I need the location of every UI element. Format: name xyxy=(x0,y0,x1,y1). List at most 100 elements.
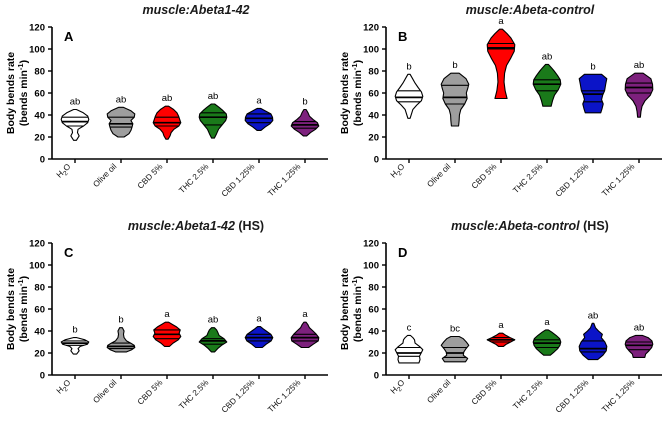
significance-letter: ab xyxy=(116,94,127,105)
y-tick-label: 20 xyxy=(368,349,379,360)
svg-text:Body bends rate: Body bends rate xyxy=(5,52,17,134)
y-tick-label: 120 xyxy=(363,239,379,250)
violin-group xyxy=(152,105,182,140)
svg-text:CBD 5%: CBD 5% xyxy=(470,162,499,191)
y-tick-label: 0 xyxy=(40,155,45,166)
y-tick-label: 40 xyxy=(368,111,379,122)
y-axis-label: Body bends rate(bends min-1) xyxy=(5,52,30,134)
violin-shape xyxy=(440,335,470,363)
significance-letter: b xyxy=(302,97,307,108)
violin-group xyxy=(198,103,228,139)
svg-text:THC 1.25%: THC 1.25% xyxy=(600,162,636,198)
violin-group xyxy=(486,332,516,347)
svg-text:Body bends rate: Body bends rate xyxy=(339,268,351,350)
x-tick-label: THC 2.5% xyxy=(177,162,210,195)
x-tick-label: Olive oil xyxy=(91,162,118,189)
svg-text:CBD 5%: CBD 5% xyxy=(136,162,165,191)
y-tick-label: 40 xyxy=(368,327,379,338)
x-tick-label: CBD 5% xyxy=(470,162,499,191)
x-tick-label: THC 2.5% xyxy=(177,378,210,411)
significance-letter: ab xyxy=(70,97,81,108)
y-tick-label: 0 xyxy=(374,155,379,166)
significance-letter: a xyxy=(164,309,170,320)
svg-text:THC 2.5%: THC 2.5% xyxy=(511,162,544,195)
significance-letter: b xyxy=(590,61,595,72)
significance-letter: b xyxy=(406,61,411,72)
svg-text:Body bends rate: Body bends rate xyxy=(339,52,351,134)
svg-text:H2O: H2O xyxy=(389,378,408,397)
violin-group xyxy=(624,334,654,358)
svg-text:THC 2.5%: THC 2.5% xyxy=(511,378,544,411)
y-tick-label: 60 xyxy=(368,305,379,316)
violin-shape xyxy=(198,327,228,353)
y-tick-label: 120 xyxy=(363,23,379,34)
y-tick-label: 80 xyxy=(368,67,379,78)
svg-text:THC 1.25%: THC 1.25% xyxy=(600,378,636,414)
violin-group xyxy=(486,28,516,100)
violin-shape xyxy=(624,72,654,118)
panel-title: muscle:Abeta1-42 xyxy=(143,3,250,17)
x-tick-label: CBD 5% xyxy=(136,378,165,407)
svg-text:CBD 5%: CBD 5% xyxy=(136,378,165,407)
y-tick-label: 0 xyxy=(374,371,379,382)
violin-group xyxy=(532,329,562,356)
x-tick-label: THC 2.5% xyxy=(511,162,544,195)
x-tick-label: H2O xyxy=(55,162,74,181)
svg-text:THC 2.5%: THC 2.5% xyxy=(177,162,210,195)
y-tick-label: 80 xyxy=(368,283,379,294)
svg-text:(bends min-1): (bends min-1) xyxy=(350,60,364,126)
significance-letter: ab xyxy=(208,315,219,326)
svg-text:Olive oil: Olive oil xyxy=(425,378,452,405)
significance-letter: a xyxy=(256,95,262,106)
violin-group xyxy=(624,72,654,118)
svg-text:H2O: H2O xyxy=(55,162,74,181)
violin-shape xyxy=(532,63,562,107)
y-tick-label: 100 xyxy=(29,261,45,272)
y-tick-label: 120 xyxy=(29,23,45,34)
significance-letter: ab xyxy=(634,60,645,71)
violin-shape xyxy=(60,108,90,141)
svg-text:Body bends rate: Body bends rate xyxy=(5,268,17,350)
y-tick-label: 20 xyxy=(368,133,379,144)
y-tick-label: 100 xyxy=(363,45,379,56)
significance-letter: a xyxy=(498,16,504,27)
violin-shape xyxy=(290,321,320,349)
svg-text:Olive oil: Olive oil xyxy=(91,378,118,405)
significance-letter: bc xyxy=(450,324,460,335)
x-tick-label: CBD 5% xyxy=(470,378,499,407)
violin-shape xyxy=(394,73,424,119)
significance-letter: ab xyxy=(588,310,599,321)
violin-shape xyxy=(290,108,320,137)
x-tick-label: H2O xyxy=(55,378,74,397)
svg-text:THC 1.25%: THC 1.25% xyxy=(266,378,302,414)
violin-group xyxy=(394,334,424,364)
svg-text:CBD 1.25%: CBD 1.25% xyxy=(554,378,591,415)
x-tick-label: CBD 1.25% xyxy=(220,162,257,199)
svg-text:(bends min-1): (bends min-1) xyxy=(16,60,30,126)
y-axis-label: Body bends rate(bends min-1) xyxy=(5,268,30,350)
violin-group xyxy=(440,335,470,363)
panel-title: muscle:Abeta-control xyxy=(466,3,595,17)
significance-letter: a xyxy=(498,320,504,331)
x-tick-label: CBD 1.25% xyxy=(220,378,257,415)
x-tick-label: THC 1.25% xyxy=(266,378,302,414)
violin-group xyxy=(244,326,274,349)
svg-text:Olive oil: Olive oil xyxy=(91,162,118,189)
violin-group xyxy=(440,72,470,127)
significance-letter: ab xyxy=(542,51,553,62)
y-axis-label: Body bends rate(bends min-1) xyxy=(339,268,364,350)
violin-group xyxy=(60,337,90,355)
violin-group xyxy=(290,108,320,137)
violin-shape xyxy=(486,28,516,100)
panel-letter: D xyxy=(398,245,407,260)
x-tick-label: H2O xyxy=(389,162,408,181)
panel-title: muscle:Abeta-control (HS) xyxy=(451,219,609,233)
svg-text:(bends min-1): (bends min-1) xyxy=(350,276,364,342)
panel-title: muscle:Abeta1-42 (HS) xyxy=(128,219,264,233)
svg-text:THC 2.5%: THC 2.5% xyxy=(177,378,210,411)
panel-d: muscle:Abeta-control (HS) D Body bends rat… xyxy=(334,216,668,431)
significance-letter: b xyxy=(452,60,457,71)
